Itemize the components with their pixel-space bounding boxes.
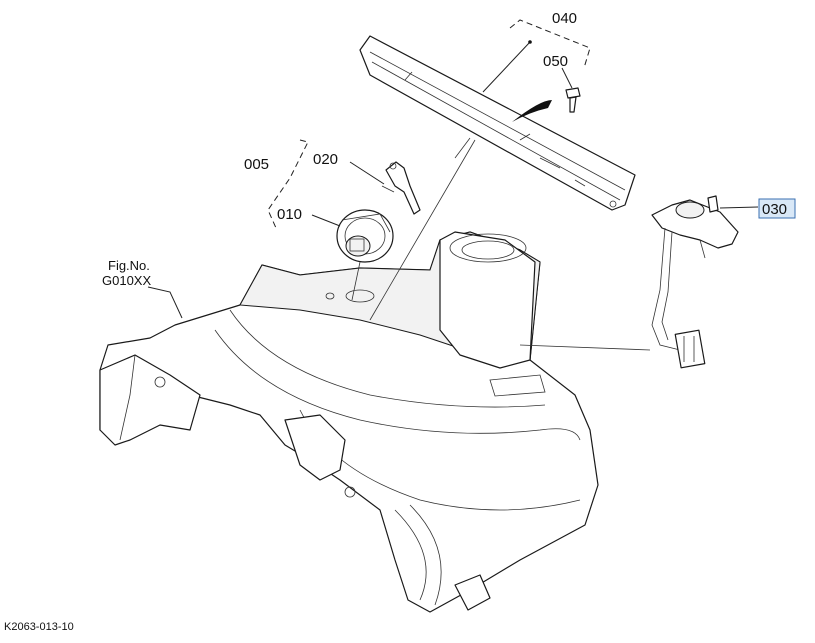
pointer-arrow-icon xyxy=(512,100,552,122)
part-010-key-switch[interactable] xyxy=(336,209,394,263)
fig-ref-label: Fig.No. xyxy=(108,258,150,273)
part-040-meter-panel[interactable] xyxy=(359,35,636,211)
callout-005[interactable]: 005 xyxy=(244,156,269,173)
part-050-screw[interactable] xyxy=(512,87,581,122)
callout-030-highlight xyxy=(758,198,796,219)
callout-020[interactable]: 020 xyxy=(313,151,338,168)
part-020-key[interactable] xyxy=(381,161,421,215)
callout-030[interactable]: 030 xyxy=(762,201,787,218)
callout-040[interactable]: 040 xyxy=(552,10,577,27)
leader-lines xyxy=(147,19,759,351)
callout-010[interactable]: 010 xyxy=(277,206,302,223)
callout-050[interactable]: 050 xyxy=(543,53,568,70)
fig-ref-number[interactable]: G010XX xyxy=(102,273,151,288)
diagram-code: K2063-013-10 xyxy=(4,621,74,633)
part-030-harness[interactable] xyxy=(651,195,739,369)
dashboard-panel xyxy=(99,231,599,613)
